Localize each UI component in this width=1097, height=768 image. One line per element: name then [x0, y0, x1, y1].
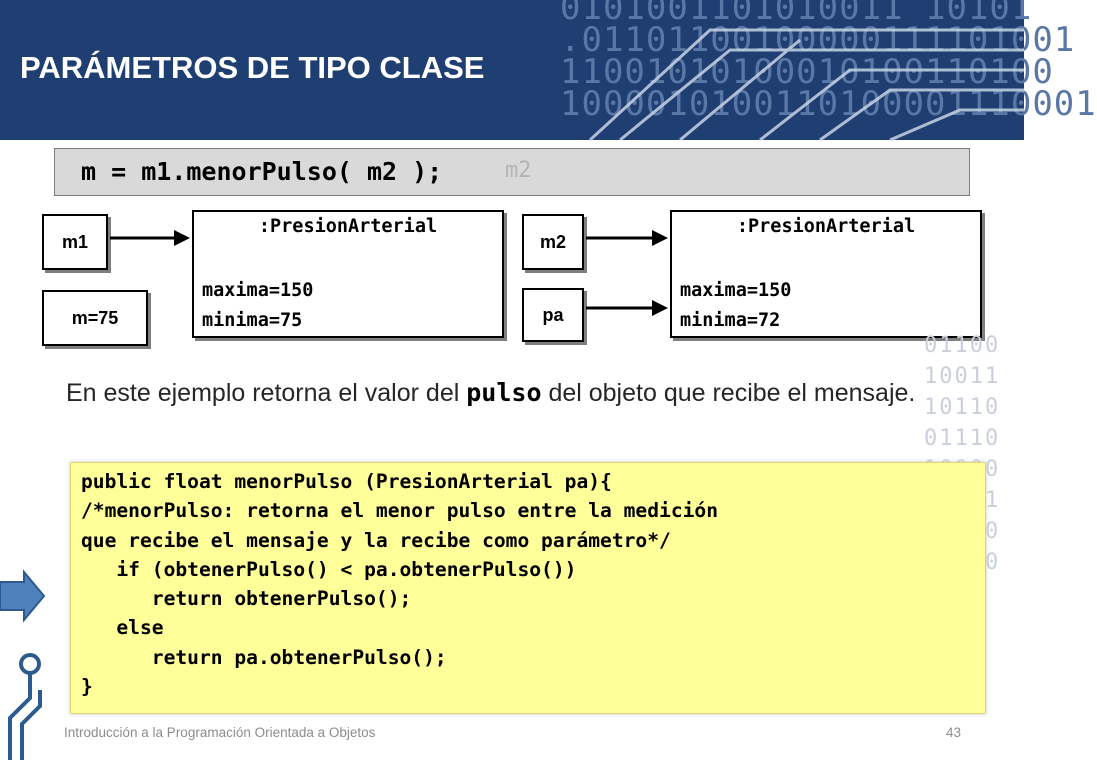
method-call-box: m2 m = m1.menorPulso( m2 ); [54, 148, 970, 196]
arrowhead-icon [652, 300, 668, 316]
arrowhead-icon [174, 230, 190, 246]
code-line: } [81, 675, 93, 699]
code-line: return obtenerPulso(); [81, 587, 412, 611]
footer-page-number: 43 [946, 725, 962, 740]
reference-arrows [110, 230, 668, 316]
object-attribute-maxima: maxima=150 [202, 280, 314, 301]
explanation-text-start: En este ejemplo retorna el valor del [66, 379, 467, 407]
object-class-name: :PresionArterial [258, 216, 438, 237]
code-line: return pa.obtenerPulso(); [81, 645, 447, 669]
reference-pa-label: pa [542, 304, 564, 325]
header-binary-row: .01101100100000111101001 [560, 20, 1076, 60]
object-box-left: :PresionArterial maxima=150 minima=75 [192, 210, 504, 338]
explanation-paragraph: En este ejemplo retorna el valor del pul… [66, 374, 926, 412]
side-binary-row: 01100 [924, 333, 1001, 358]
right-arrow-icon[interactable] [0, 569, 48, 623]
side-binary-row: 10110 [924, 395, 1001, 420]
method-call-code: m = m1.menorPulso( m2 ); [81, 157, 443, 186]
code-line: if (obtenerPulso() < pa.obtenerPulso()) [81, 557, 577, 581]
object-attribute-maxima: maxima=150 [680, 280, 792, 301]
code-line: public float menorPulso (PresionArterial… [81, 470, 612, 493]
arrowhead-icon [652, 230, 668, 246]
reference-m-value-box: m=75 [42, 290, 148, 346]
code-block: public float menorPulso (PresionArterial… [70, 462, 986, 714]
reference-m2-label: m2 [539, 231, 566, 252]
object-attribute-minima: minima=75 [202, 310, 303, 331]
explanation-code-word: pulso [466, 378, 542, 407]
side-binary-row: 10011 [924, 364, 1001, 389]
slide-header: 0101001101010011 10101 .0110110010000011… [0, 0, 1096, 142]
footer-course-title: Introducción a la Programación Orientada… [64, 725, 376, 740]
code-line: que recibe el mensaje y la recibe como p… [81, 528, 671, 552]
reference-pa-box: pa [522, 288, 584, 342]
header-binary-row: 0101001101010011 10101 [560, 0, 1033, 28]
slide-title: PARÁMETROS DE TIPO CLASE [20, 50, 485, 85]
reference-m1-box: m1 [42, 214, 108, 270]
code-line: else [81, 616, 164, 640]
code-line: /*menorPulso: retorna el menor pulso ent… [81, 499, 719, 523]
reference-m1-label: m1 [61, 231, 88, 252]
explanation-text-end: del objeto que recibe el mensaje. [541, 379, 916, 407]
side-binary-row: 01110 [924, 426, 1001, 451]
method-call-ghost-text: m2 [505, 158, 532, 183]
circuit-icon [8, 653, 42, 760]
object-box-right: :PresionArterial maxima=150 minima=72 [670, 210, 982, 338]
object-class-name: :PresionArterial [736, 216, 916, 237]
reference-m2-box: m2 [522, 214, 584, 270]
header-binary-row: 11001010100010100110100 [560, 52, 1054, 92]
object-attribute-minima: minima=72 [680, 310, 781, 331]
header-circuit-decoration [588, 28, 1024, 142]
reference-m-value-label: m=75 [71, 307, 119, 328]
